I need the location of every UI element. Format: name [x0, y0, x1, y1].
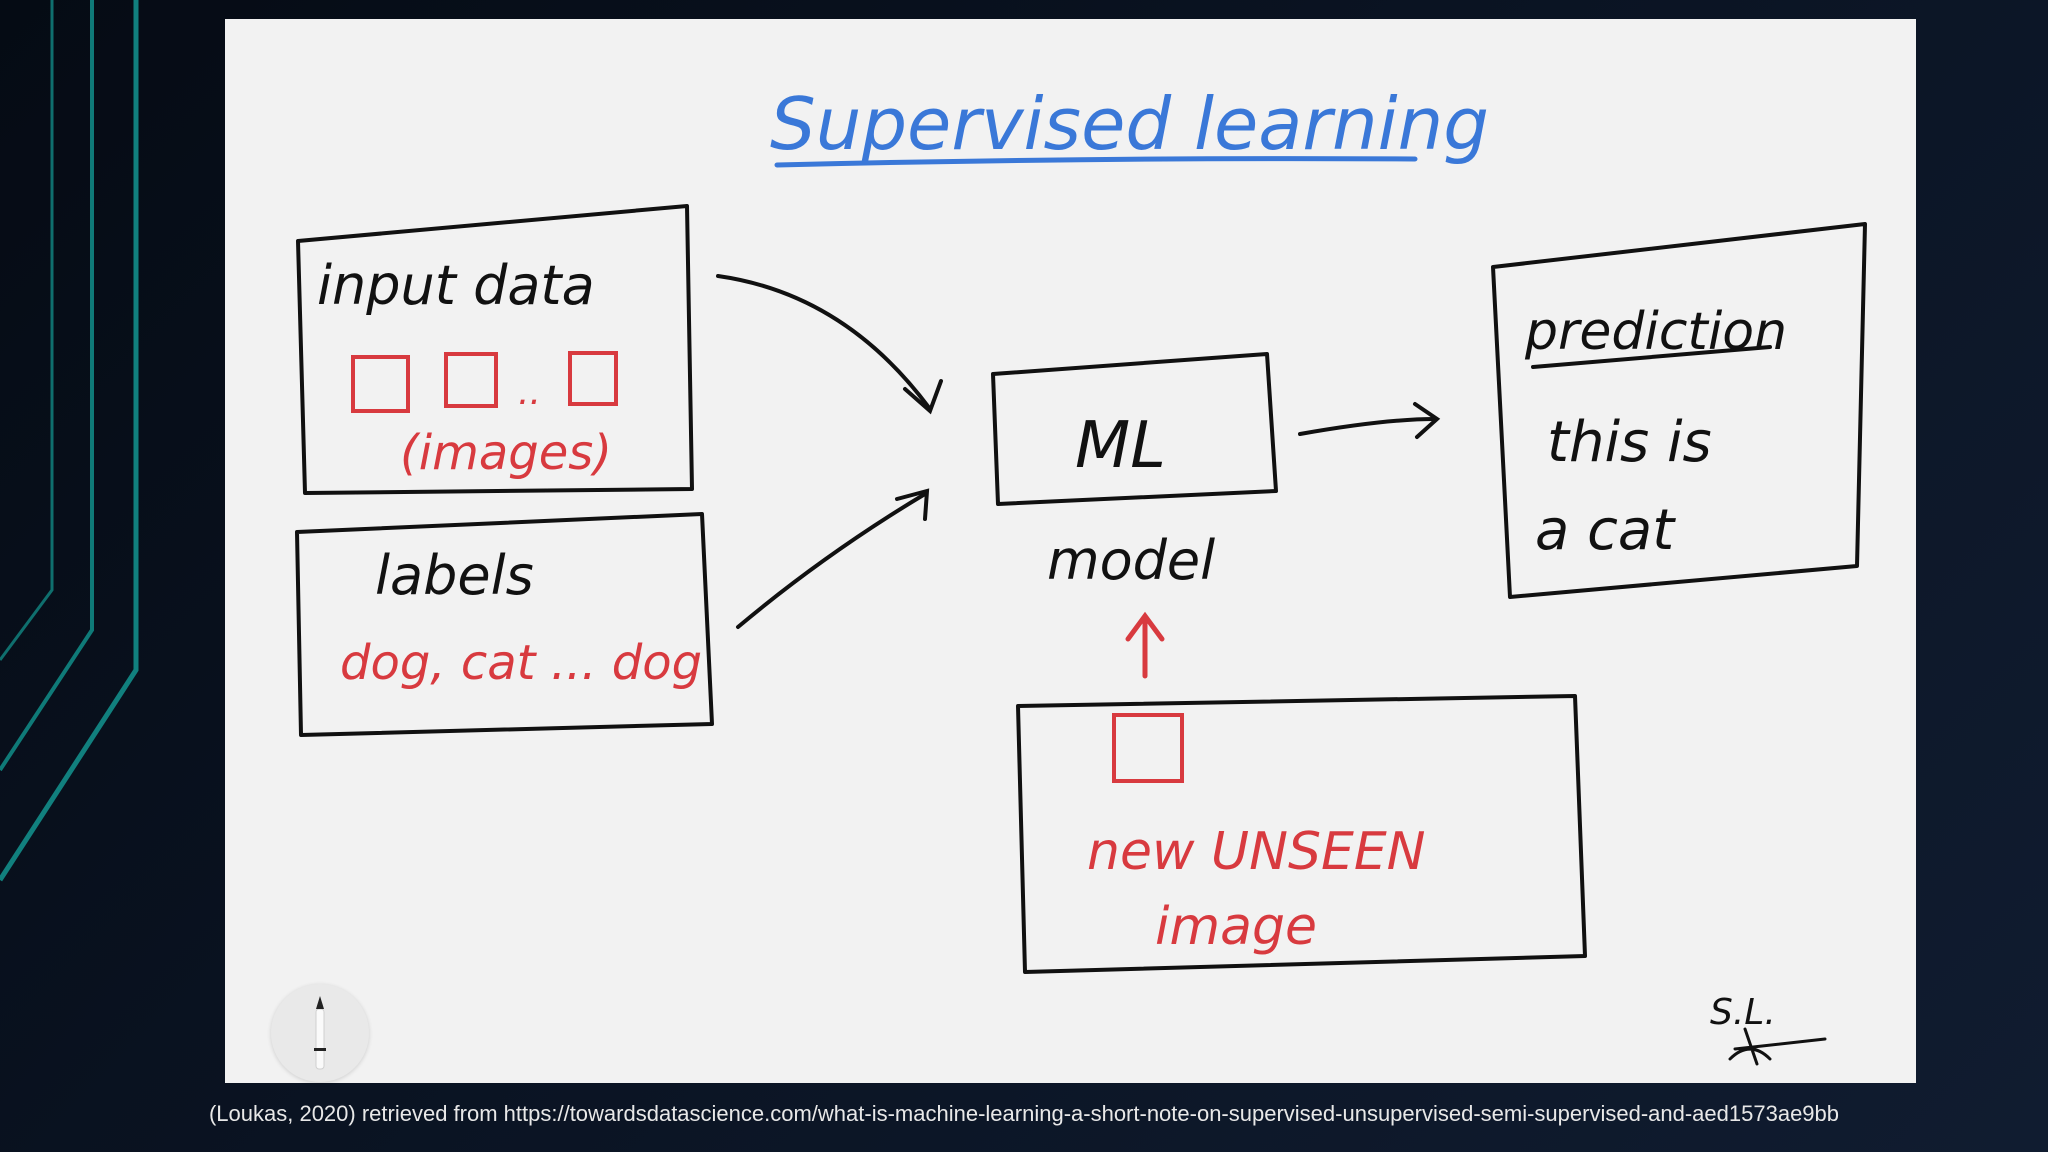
- citation: (Loukas, 2020) retrieved from https://to…: [208, 1101, 1840, 1126]
- title-underline: [774, 156, 1418, 168]
- pencil-tool-button[interactable]: [271, 984, 369, 1082]
- prediction-heading: prediction: [1524, 302, 1787, 362]
- labels-box: labels dog, cat ... dog: [295, 512, 714, 737]
- ml-model-box: ML model: [991, 352, 1278, 592]
- labels-arrow: [736, 488, 930, 629]
- input-data-heading: input data: [317, 254, 595, 317]
- prediction-line-2: a cat: [1535, 498, 1676, 563]
- images-ellipsis: ..: [518, 372, 541, 413]
- labels-heading: labels: [375, 544, 534, 607]
- labels-values: dog, cat ... dog: [340, 635, 702, 691]
- image-square-icon: [1112, 713, 1184, 783]
- model-caption: model: [1047, 529, 1215, 592]
- unseen-line-2: image: [1155, 897, 1317, 957]
- input-data-box: input data .. (images): [296, 204, 694, 495]
- ml-label: ML: [1075, 409, 1166, 483]
- input-arrow: [716, 274, 943, 415]
- signature-initials: S.L.: [1710, 992, 1776, 1033]
- unseen-line-1: new UNSEEN: [1087, 822, 1426, 882]
- pencil-icon: [314, 996, 326, 1070]
- images-caption: (images): [400, 425, 612, 481]
- unseen-arrow: [1125, 611, 1165, 679]
- prediction-box: prediction this is a cat: [1491, 222, 1867, 599]
- slide-title: Supervised learning: [770, 82, 1489, 166]
- image-square-icon: [351, 355, 410, 413]
- whiteboard: Supervised learning input data .. (image…: [225, 19, 1916, 1083]
- prediction-line-1: this is: [1547, 410, 1712, 475]
- image-square-icon: [444, 352, 498, 408]
- unseen-image-box: new UNSEEN image: [1016, 694, 1587, 974]
- output-arrow: [1298, 402, 1441, 439]
- prediction-underline: [1531, 345, 1772, 369]
- signature: S.L.: [1710, 992, 1827, 1066]
- image-square-icon: [568, 351, 618, 406]
